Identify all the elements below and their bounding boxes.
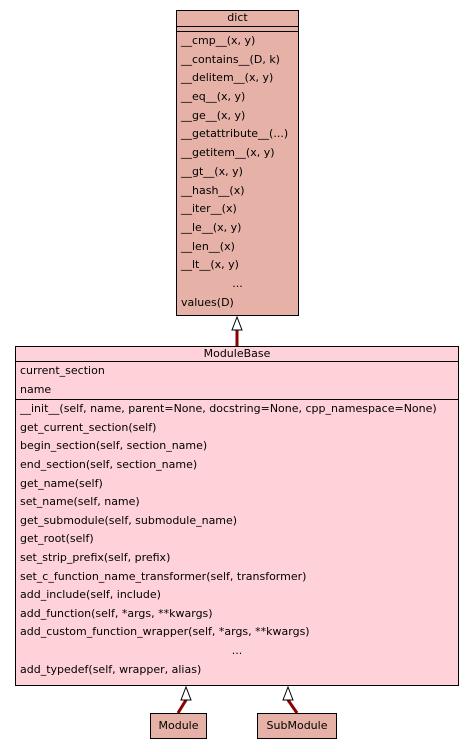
inheritance-arrow-submodule (282, 685, 294, 701)
dict-method-iter-x: __iter__(x) (181, 202, 237, 216)
dict-method-delitem-x-y: __delitem__(x, y) (181, 71, 274, 85)
inheritance-arrow-module (180, 685, 192, 701)
modulebase-method-begin-section-self-section-name: begin_section(self, section_name) (20, 439, 208, 453)
dict-class-box[interactable]: dict __cmp__(x, y) __contains__(D, k) __de… (176, 10, 299, 316)
dict-method-cmp-x-y: __cmp__(x, y) (181, 34, 256, 47)
dict-method-len-x: __len__(x) (181, 239, 235, 253)
inheritance-line-submodule-modulebase (286, 699, 299, 714)
dict-method-hash-x: __hash__(x) (181, 183, 245, 197)
modulebase-method-init-self-name-parent-none-docstring-none-cpp-namespace-none: __init__(self, name, parent=None, docstr… (20, 402, 437, 416)
modulebase-attribute-name: name (20, 382, 52, 396)
modulebase-method-add-typedef-self-wrapper-alias: add_typedef(self, wrapper, alias) (20, 662, 202, 676)
dict-method-contains-d-k: __contains__(D, k) (181, 52, 280, 66)
modulebase-title-divider (16, 361, 458, 362)
module-class-box[interactable]: Module (150, 713, 207, 739)
modulebase-method-ellipsis-13: ... (231, 643, 243, 657)
modulebase-method-add-include-self-include: add_include(self, include) (20, 588, 161, 602)
modulebase-method-set-strip-prefix-self-prefix: set_strip_prefix(self, prefix) (20, 550, 171, 564)
dict-method-ge-x-y: __ge__(x, y) (181, 108, 246, 122)
inheritance-arrow-dict (231, 315, 243, 331)
modulebase-method-get-current-section-self: get_current_section(self) (20, 420, 157, 434)
modulebase-method-end-section-self-section-name: end_section(self, section_name) (20, 457, 198, 471)
modulebase-method-get-root-self: get_root(self) (20, 532, 94, 546)
modulebase-method-get-submodule-self-submodule-name: get_submodule(self, submodule_name) (20, 513, 238, 527)
submodule-class-box[interactable]: SubModule (257, 713, 337, 739)
dict-method-gt-x-y: __gt__(x, y) (181, 164, 243, 178)
modulebase-methods-section: __init__(self, name, parent=None, docstr… (16, 400, 458, 679)
dict-methods-section: __cmp__(x, y) __contains__(D, k) __delitem… (177, 32, 298, 312)
dict-method-lt-x-y: __lt__(x, y) (181, 258, 239, 272)
dict-method-values-d: values(D) (181, 295, 234, 309)
inheritance-line-module-modulebase (176, 699, 188, 714)
modulebase-method-add-function-self-args-kwargs: add_function(self, *args, **kwargs) (20, 606, 213, 620)
dict-method-eq-x-y: __eq__(x, y) (181, 90, 246, 104)
dict-method-ellipsis-13: ... (232, 276, 243, 290)
modulebase-attributes-divider (16, 399, 458, 401)
modulebase-method-set-c-function-name-transformer-self-transformer: set_c_function_name_transformer(self, tr… (20, 569, 307, 583)
modulebase-method-add-custom-function-wrapper-self-args-kwargs: add_custom_function_wrapper(self, *args,… (20, 625, 310, 639)
modulebase-attribute-current-section: current_section (20, 364, 105, 377)
modulebase-method-set-name-self-name: set_name(self, name) (20, 495, 140, 509)
dict-method-getattribute: __getattribute__(...) (181, 127, 289, 141)
dict-method-le-x-y: __le__(x, y) (181, 220, 242, 234)
dict-class-name: dict (227, 11, 248, 24)
dict-attributes-section (177, 26, 298, 32)
modulebase-method-get-name-self: get_name(self) (20, 476, 103, 490)
dict-method-getitem-x-y: __getitem__(x, y) (181, 146, 275, 160)
modulebase-class-name: ModuleBase (203, 347, 271, 360)
